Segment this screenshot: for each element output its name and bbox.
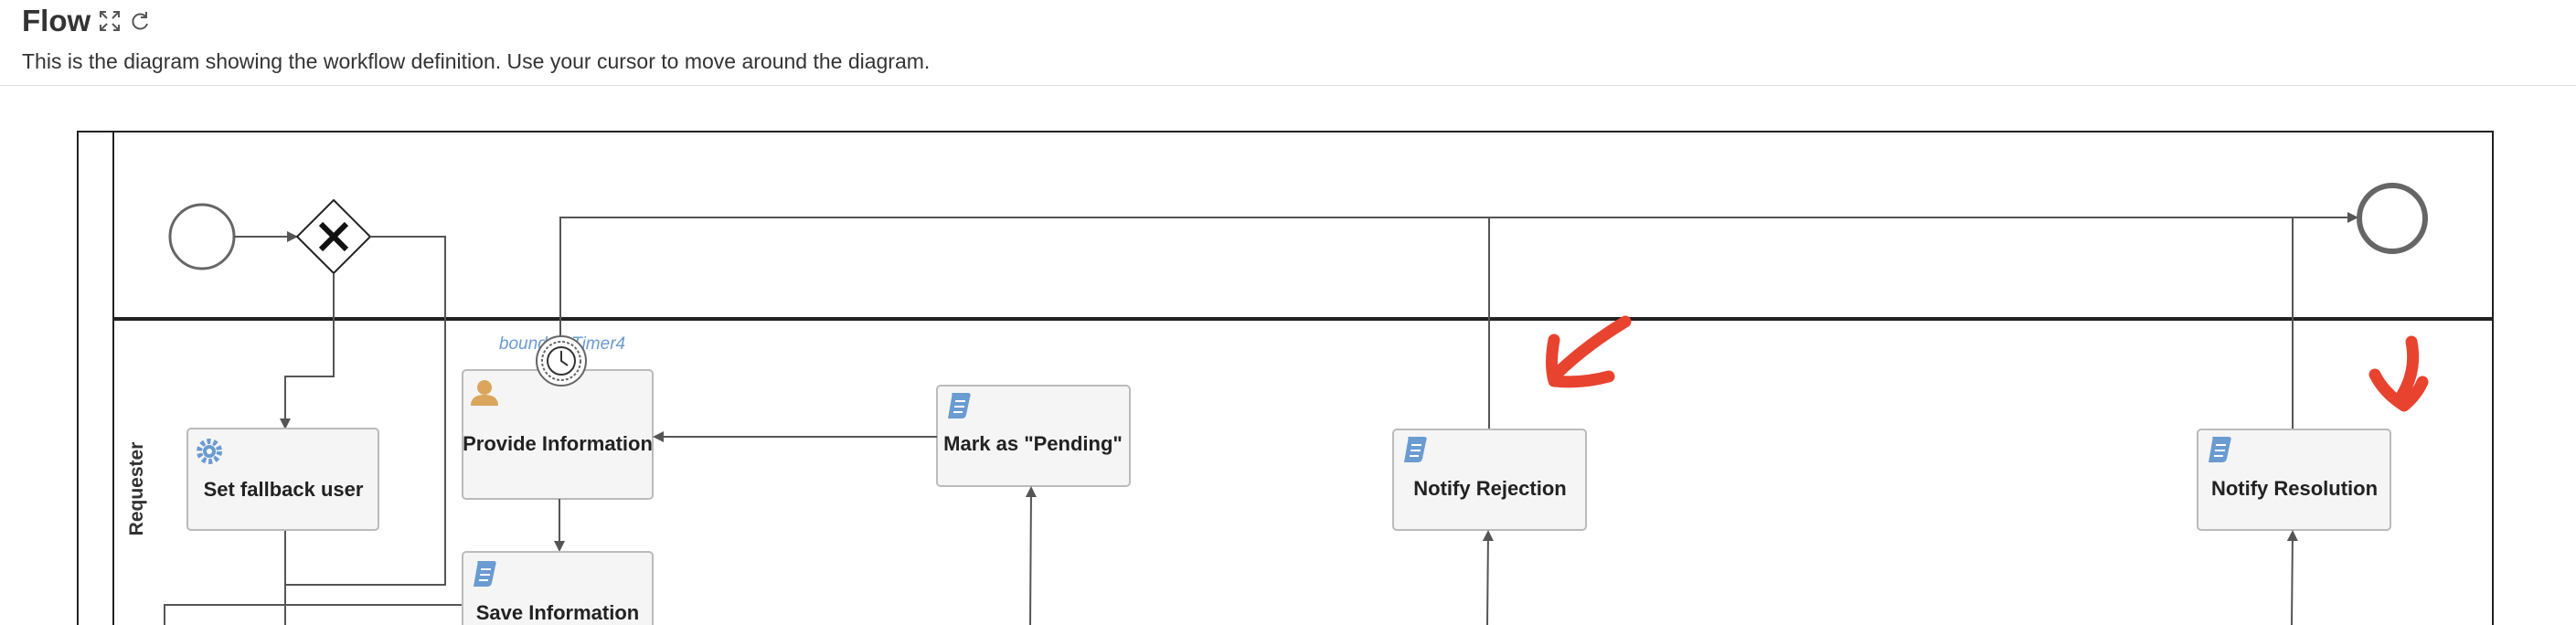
lane-label-requester: Requester [126, 442, 147, 536]
flow-gateway-right [285, 236, 446, 586]
script-icon [1404, 437, 1427, 462]
refresh-icon[interactable] [129, 9, 153, 33]
task-label-set-fallback-user: Set fallback user [204, 478, 364, 501]
gear-icon [197, 439, 222, 464]
header-divider [0, 85, 2576, 86]
annotation-arrow-rejection [1546, 315, 1632, 388]
task-label-save-information: Save Information [476, 601, 639, 624]
task-set-fallback-user[interactable]: Set fallback user [186, 428, 379, 531]
flow-to-end-event [559, 212, 2358, 338]
script-icon [948, 393, 971, 418]
task-label-notify-resolution: Notify Resolution [2211, 477, 2378, 500]
task-notify-resolution[interactable]: Notify Resolution [2197, 429, 2391, 531]
expand-icon[interactable] [98, 9, 122, 33]
annotation-arrow-resolution [2368, 335, 2429, 412]
page-title: Flow [22, 4, 91, 37]
script-icon [2209, 437, 2231, 462]
task-provide-information[interactable]: Provide Information [462, 369, 654, 500]
start-event[interactable] [168, 203, 236, 270]
task-notify-rejection[interactable]: Notify Rejection [1392, 429, 1587, 531]
task-label-notify-rejection: Notify Rejection [1413, 477, 1566, 500]
task-label-provide-information: Provide Information [463, 432, 653, 455]
flow-into-pending [1025, 486, 1037, 625]
flow-into-rejection [1482, 530, 1494, 625]
user-task-icon [471, 380, 498, 406]
flow-gateway-to-fallback [280, 273, 335, 429]
pool-frame [77, 131, 2494, 625]
timer-icon[interactable] [536, 335, 587, 387]
page-header: Flow [22, 4, 153, 38]
page-subtitle: This is the diagram showing the workflow… [22, 49, 931, 73]
script-icon [474, 561, 496, 587]
end-event[interactable] [2357, 183, 2428, 254]
flow-into-resolution [2286, 530, 2298, 625]
flow-save-left [164, 604, 463, 625]
gateway-x-icon [318, 221, 349, 252]
task-save-information[interactable]: Save Information [462, 551, 654, 625]
task-label-mark-as-pending: Mark as "Pending" [943, 432, 1123, 455]
task-mark-as-pending[interactable]: Mark as "Pending" [936, 385, 1131, 487]
